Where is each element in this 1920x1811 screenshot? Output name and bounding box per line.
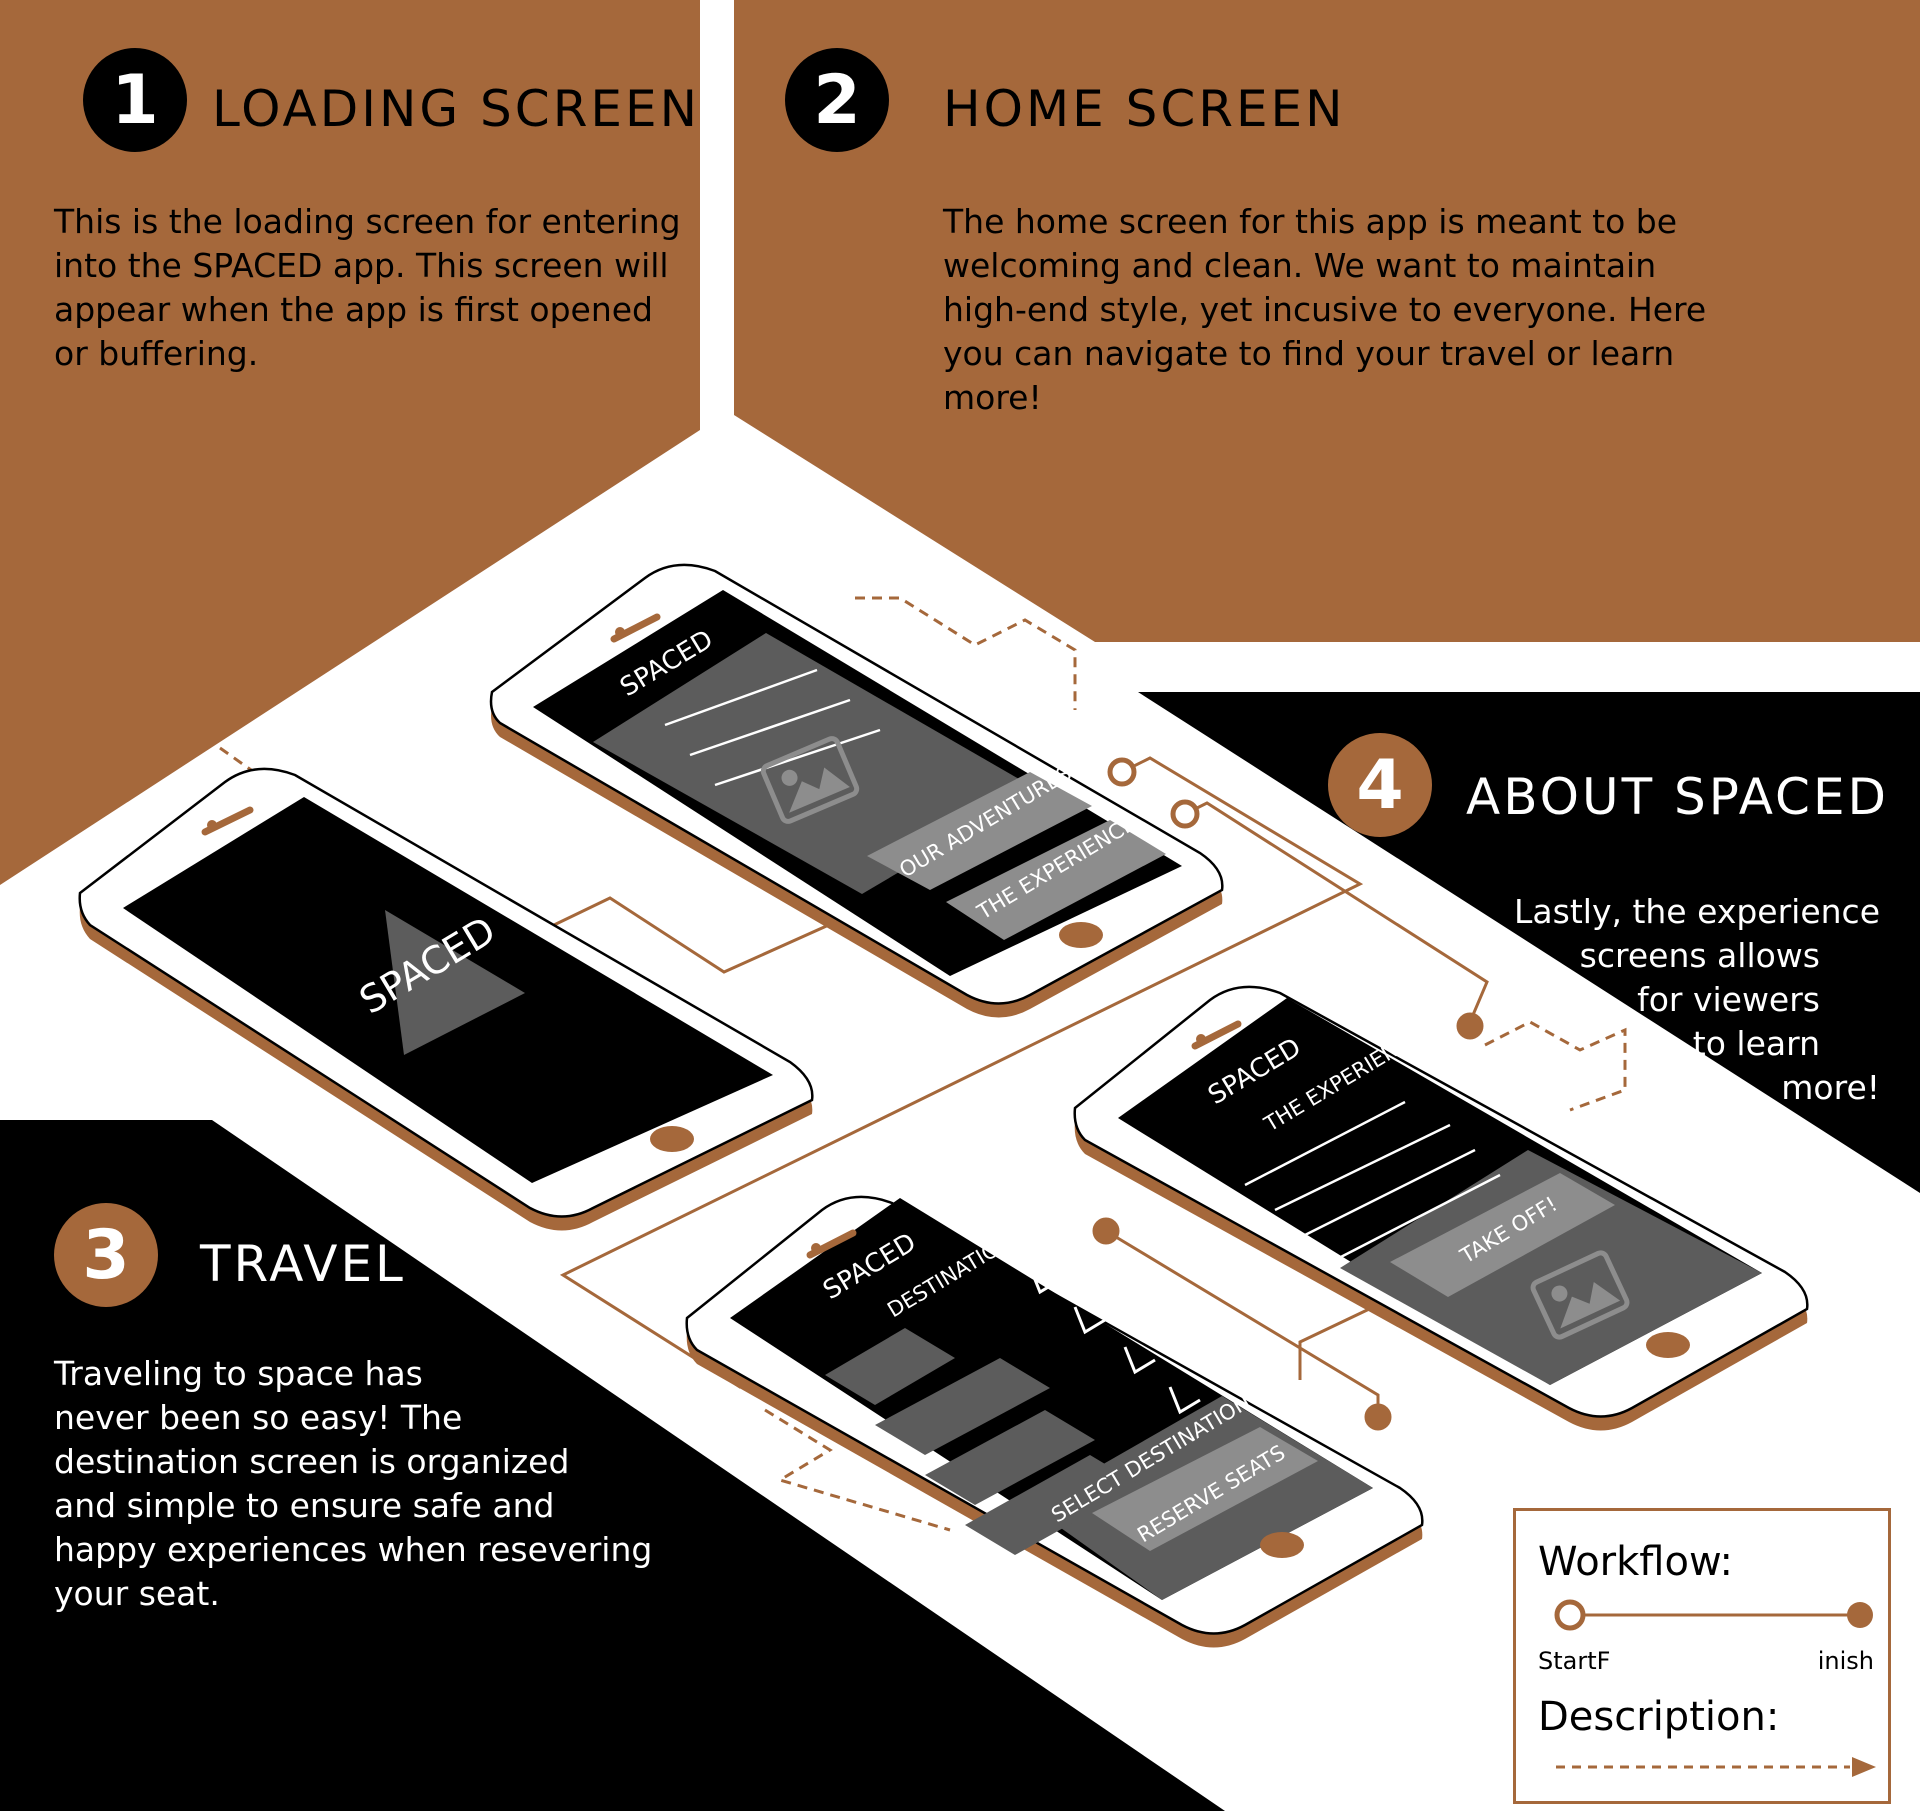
- legend-samples: [1554, 1599, 1876, 1777]
- description-arrow-2: [855, 596, 1077, 710]
- home-button: [650, 1126, 694, 1152]
- legend-finish-marker: [1847, 1602, 1873, 1628]
- legend-description-label: Description:: [1538, 1694, 1780, 1740]
- black-panel-left: [0, 1120, 1225, 1811]
- section-desc-travel: Traveling to space has never been so eas…: [54, 1354, 653, 1613]
- home-button: [1059, 922, 1103, 948]
- step-badge-3: 3: [54, 1203, 158, 1307]
- home-button-the-experience[interactable]: [946, 820, 1166, 940]
- home-button: [1646, 1332, 1690, 1358]
- legend: Workflow: StartF inish Description:: [1513, 1508, 1891, 1804]
- section-desc-home: The home screen for this app is meant to…: [943, 202, 1707, 417]
- destination-list: [825, 1328, 1140, 1555]
- phone-travel: [685, 1195, 1424, 1648]
- step-badge-4: 4: [1328, 733, 1432, 837]
- section-title-travel: TRAVEL: [200, 1235, 406, 1293]
- phone-loading: [78, 767, 814, 1231]
- home-button-our-adventures[interactable]: [867, 772, 1092, 890]
- destination-chevrons: [1028, 1266, 1201, 1415]
- experience-text-lines: [1244, 1100, 1501, 1262]
- image-placeholder-icon: [760, 736, 860, 824]
- section-title-loading: LOADING SCREEN: [212, 80, 701, 138]
- workflow-line-home-to-experience: [1170, 799, 1489, 1040]
- legend-start-label: StartF: [1538, 1647, 1611, 1675]
- copper-panel-right: [734, 0, 1920, 642]
- section-desc-about: Lastly, the experience screens allows fo…: [1514, 892, 1880, 1107]
- black-panel-right: [1138, 692, 1920, 1193]
- copper-panel-left: [0, 0, 700, 885]
- home-button: [1260, 1532, 1304, 1558]
- description-arrow-4: [764, 1408, 951, 1532]
- loading-triangle: [385, 910, 525, 1055]
- legend-workflow-label: Workflow:: [1538, 1539, 1733, 1585]
- phone-experience: [1073, 985, 1809, 1431]
- home-text-lines: [664, 668, 881, 787]
- workflow-line-travel-to-experience: [1092, 1217, 1392, 1431]
- section-desc-loading: This is the loading screen for entering …: [54, 202, 681, 373]
- step-badge-1: 1: [83, 48, 187, 152]
- description-arrow-3: [1484, 1020, 1627, 1112]
- legend-start-marker: [1554, 1599, 1586, 1631]
- legend-finish-label: inish: [1817, 1647, 1874, 1675]
- image-placeholder-icon: [1530, 1250, 1630, 1340]
- travel-reserve-seats-button[interactable]: [1092, 1427, 1318, 1551]
- section-title-about: ABOUT SPACED: [1466, 768, 1890, 826]
- step-badge-2: 2: [785, 48, 889, 152]
- experience-bottom-panel: [1340, 1150, 1762, 1385]
- description-arrow-1: [219, 746, 351, 842]
- experience-take-off-button[interactable]: [1390, 1173, 1615, 1297]
- phone-home: [489, 563, 1224, 1018]
- section-title-home: HOME SCREEN: [943, 80, 1346, 138]
- legend-description-arrowhead: [1852, 1757, 1876, 1777]
